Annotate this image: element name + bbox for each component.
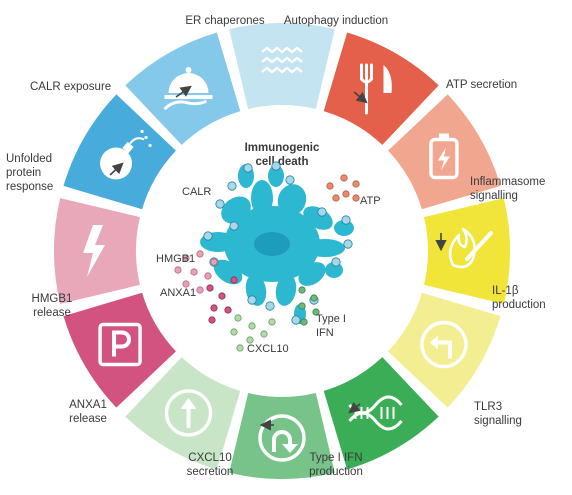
type1-ifn-label-line2: IFN [316, 327, 334, 339]
calr-label: CALR [182, 186, 211, 198]
lightning-bolt-icon [83, 225, 105, 277]
label-tlr3-signalling-line2: signalling [474, 415, 522, 427]
atp-dots [326, 174, 360, 202]
label-cxcl10-secretion-line1: CXCL10 [188, 452, 231, 464]
label-unfolded-protein-response-line1: Unfolded [6, 153, 52, 165]
label-inflammasome-signalling-line1: Inflammasome [470, 176, 545, 188]
label-il1b-production-line1: IL-1β [492, 285, 519, 297]
cell-nucleus [254, 232, 290, 256]
segment-inflammasome-signalling [424, 198, 510, 304]
segment-anxa1-release [63, 292, 176, 408]
segment-inflammasome-signalling-wedge [424, 198, 510, 304]
flow-arrows [109, 85, 447, 431]
anxa1-dots [206, 276, 238, 324]
segment-autophagy-induction [323, 32, 439, 145]
segment-anxa1-release-wedge [63, 292, 176, 408]
atp-label: ATP [360, 195, 381, 207]
parking-sign-icon [98, 322, 142, 367]
segment-cxcl10-secretion-wedge [125, 357, 241, 470]
segment-atp-secretion [388, 94, 501, 210]
label-er-chaperones: ER chaperones [185, 15, 265, 27]
serving-cloche-icon [163, 67, 213, 111]
segment-er-chaperones-wedge [229, 23, 335, 109]
label-unfolded-protein-response-line3: response [6, 181, 53, 193]
anxa1-label: ANXA1 [160, 287, 196, 299]
label-autophagy-induction: Autophagy induction [284, 15, 388, 27]
segment-il1b-production [388, 292, 501, 408]
center-title-line1: Immunogenic [245, 142, 320, 154]
segment-cxcl10-secretion [125, 357, 241, 470]
cxcl10-dots [230, 314, 276, 352]
stacked-wave-layers-icon [261, 46, 303, 74]
label-tlr3-signalling-line1: TLR3 [474, 401, 502, 413]
label-type1-ifn-production-line1: Type I IFN [309, 452, 362, 464]
segment-er-chaperones [229, 23, 335, 109]
arrow-autophagy-to-atp [353, 91, 368, 104]
dying-cell [200, 161, 354, 325]
fork-and-knife-icon [360, 63, 392, 115]
center-title-line2: cell death [255, 156, 308, 168]
type1-ifn-label-line1: Type I [316, 313, 346, 325]
label-hmgb1-release-line2: release [33, 307, 71, 319]
battery-bolt-icon [429, 133, 459, 180]
segment-type1-ifn-production [229, 393, 335, 480]
label-calr-exposure: CALR exposure [30, 81, 111, 93]
segment-autophagy-induction-wedge [323, 32, 439, 145]
arrow-tlr3-to-ifn [348, 402, 361, 414]
label-hmgb1-release-line1: HMGB1 [32, 293, 73, 305]
hmgb1-dots [174, 250, 218, 294]
burning-match-icon [448, 227, 493, 269]
label-cxcl10-secretion-line2: secretion [187, 466, 234, 478]
label-atp-secretion: ATP secretion [446, 79, 517, 91]
arrow-upr-to-calr [109, 162, 124, 176]
released-molecules [174, 174, 360, 352]
segment-hmgb1-release [54, 198, 140, 304]
label-anxa1-release-line1: ANXA1 [69, 399, 107, 411]
segment-il1b-production-wedge [388, 292, 501, 408]
segment-tlr3-signalling [323, 357, 439, 470]
turn-left-arrow-sign-icon [420, 320, 468, 369]
label-il1b-production-line2: production [492, 299, 546, 311]
label-anxa1-release-line2: release [69, 413, 107, 425]
label-type1-ifn-production-line2: production [309, 466, 363, 478]
hmgb1-label: HMGB1 [156, 253, 195, 265]
up-arrow-sign-icon [164, 389, 213, 437]
label-unfolded-protein-response-line2: protein [6, 167, 41, 179]
type1-ifn-dots [298, 286, 320, 326]
calr-beads [203, 161, 353, 325]
segment-type1-ifn-production-wedge [229, 393, 335, 480]
u-turn-arrow-sign-icon [258, 414, 306, 462]
arrow-calr-to-er [175, 85, 192, 98]
cxcl10-label: CXCL10 [247, 343, 289, 355]
label-inflammasome-signalling-line2: signalling [470, 190, 518, 202]
